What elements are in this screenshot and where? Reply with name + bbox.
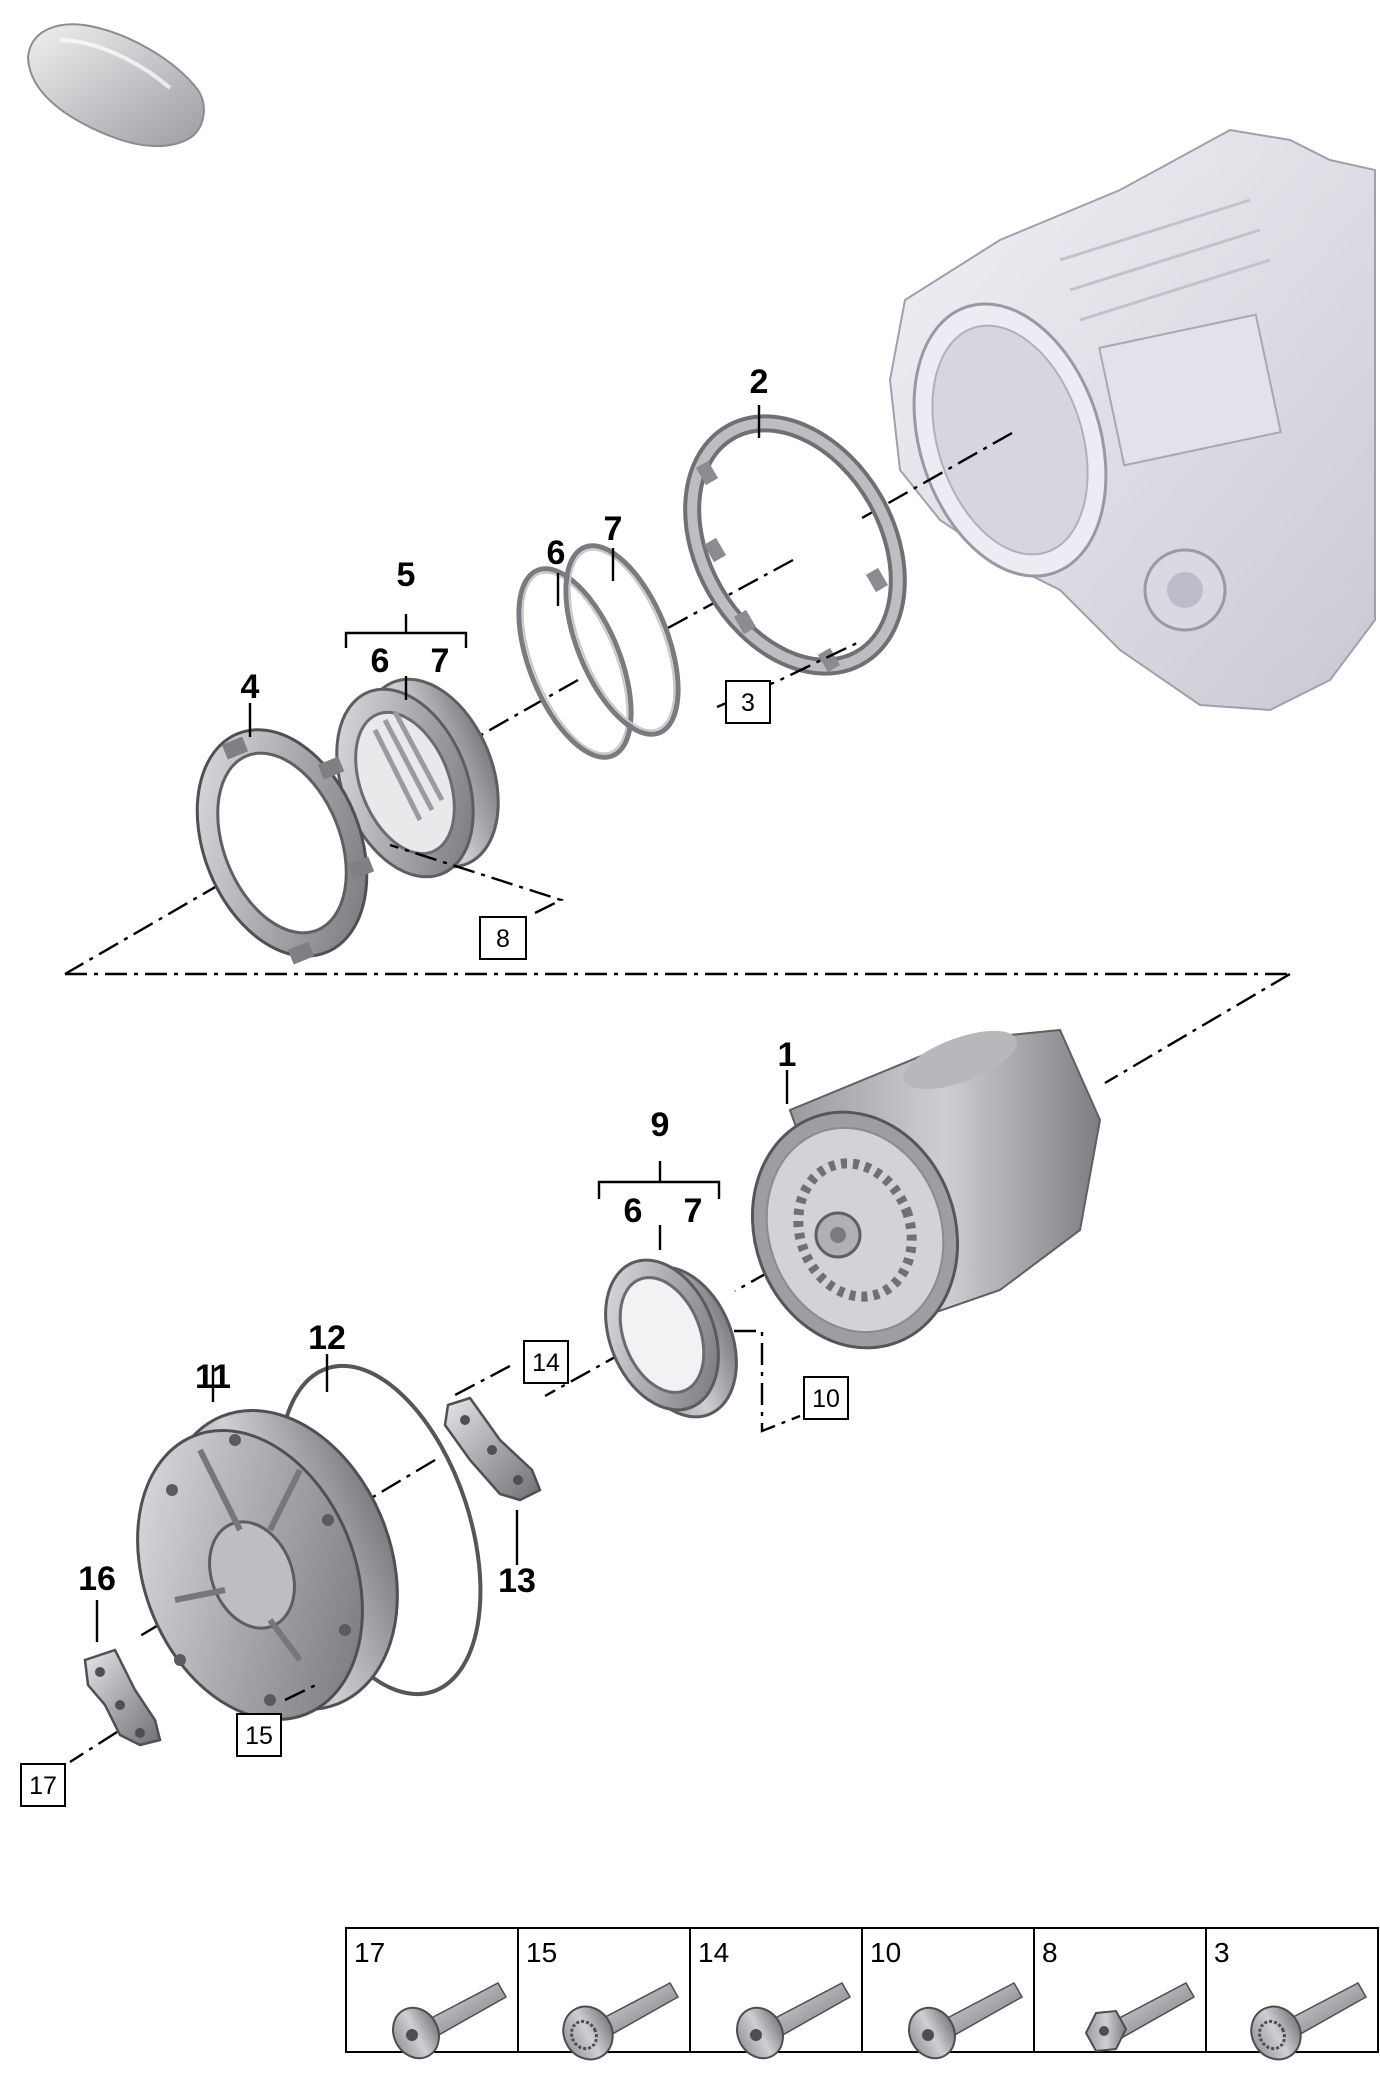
motor-housing bbox=[888, 128, 1376, 712]
hex-flange-bolt-icon bbox=[1084, 1981, 1196, 2053]
legend-number-14: 14 bbox=[698, 1937, 729, 1968]
part-4-slotted-ring bbox=[195, 728, 375, 965]
legend-number-17: 17 bbox=[354, 1937, 385, 1968]
legend-number-15: 15 bbox=[526, 1937, 557, 1968]
torx-flange-bolt-icon bbox=[392, 1981, 508, 2060]
callout-9-sub-6: 6 bbox=[624, 1192, 643, 1230]
legend-number-10: 10 bbox=[870, 1937, 901, 1968]
dashed-leaders bbox=[284, 641, 858, 1702]
callout-5-sub-7: 7 bbox=[431, 642, 450, 680]
splined-flange-bolt-icon bbox=[1250, 1981, 1368, 2061]
vehicle-thumbnail-icon bbox=[26, 23, 205, 147]
part-5-bearing bbox=[335, 677, 500, 879]
callout-9-sub-7: 7 bbox=[684, 1192, 703, 1230]
boxed-references: 3 8 10 14 15 17 bbox=[20, 680, 849, 1807]
torx-flange-bolt-icon bbox=[908, 1981, 1024, 2060]
callout-2: 2 bbox=[750, 363, 769, 401]
part-2-ring bbox=[683, 414, 907, 676]
ref-box-14: 14 bbox=[532, 1349, 560, 1377]
part-9-bearing bbox=[604, 1258, 738, 1419]
part-6-snap-ring bbox=[516, 566, 634, 760]
callout-7: 7 bbox=[604, 510, 623, 548]
callout-4: 4 bbox=[241, 668, 260, 706]
part-1-electric-motor bbox=[750, 1028, 1102, 1350]
callout-13: 13 bbox=[498, 1562, 536, 1600]
callout-1: 1 bbox=[778, 1036, 797, 1074]
ref-box-8: 8 bbox=[496, 925, 510, 953]
part-7-shim-ring bbox=[563, 543, 681, 737]
part-16-bracket bbox=[83, 1648, 162, 1747]
ref-box-17: 17 bbox=[29, 1772, 57, 1800]
torx-flange-bolt-icon bbox=[736, 1981, 852, 2060]
callout-6: 6 bbox=[547, 534, 566, 572]
callout-16: 16 bbox=[78, 1560, 116, 1598]
ref-box-3: 3 bbox=[741, 689, 755, 717]
splined-flange-bolt-icon bbox=[562, 1981, 680, 2061]
part-11-end-cover bbox=[136, 1408, 399, 1722]
part-13-bracket bbox=[443, 1396, 542, 1502]
callout-labels: 1 2 4 5 6 7 6 7 9 6 7 11 12 13 16 bbox=[78, 363, 796, 1600]
callout-11: 11 bbox=[195, 1358, 231, 1396]
callout-9: 9 bbox=[651, 1106, 670, 1144]
callout-5-sub-6: 6 bbox=[371, 642, 390, 680]
ref-box-15: 15 bbox=[245, 1722, 273, 1750]
fastener-legend: 17 15 14 10 8 3 bbox=[345, 1927, 1379, 2061]
callout-12: 12 bbox=[308, 1319, 346, 1357]
callout-5: 5 bbox=[397, 556, 416, 594]
legend-number-3: 3 bbox=[1214, 1937, 1230, 1968]
ref-box-10: 10 bbox=[812, 1385, 840, 1413]
leader-lines bbox=[95, 405, 789, 1642]
legend-number-8: 8 bbox=[1042, 1937, 1058, 1968]
